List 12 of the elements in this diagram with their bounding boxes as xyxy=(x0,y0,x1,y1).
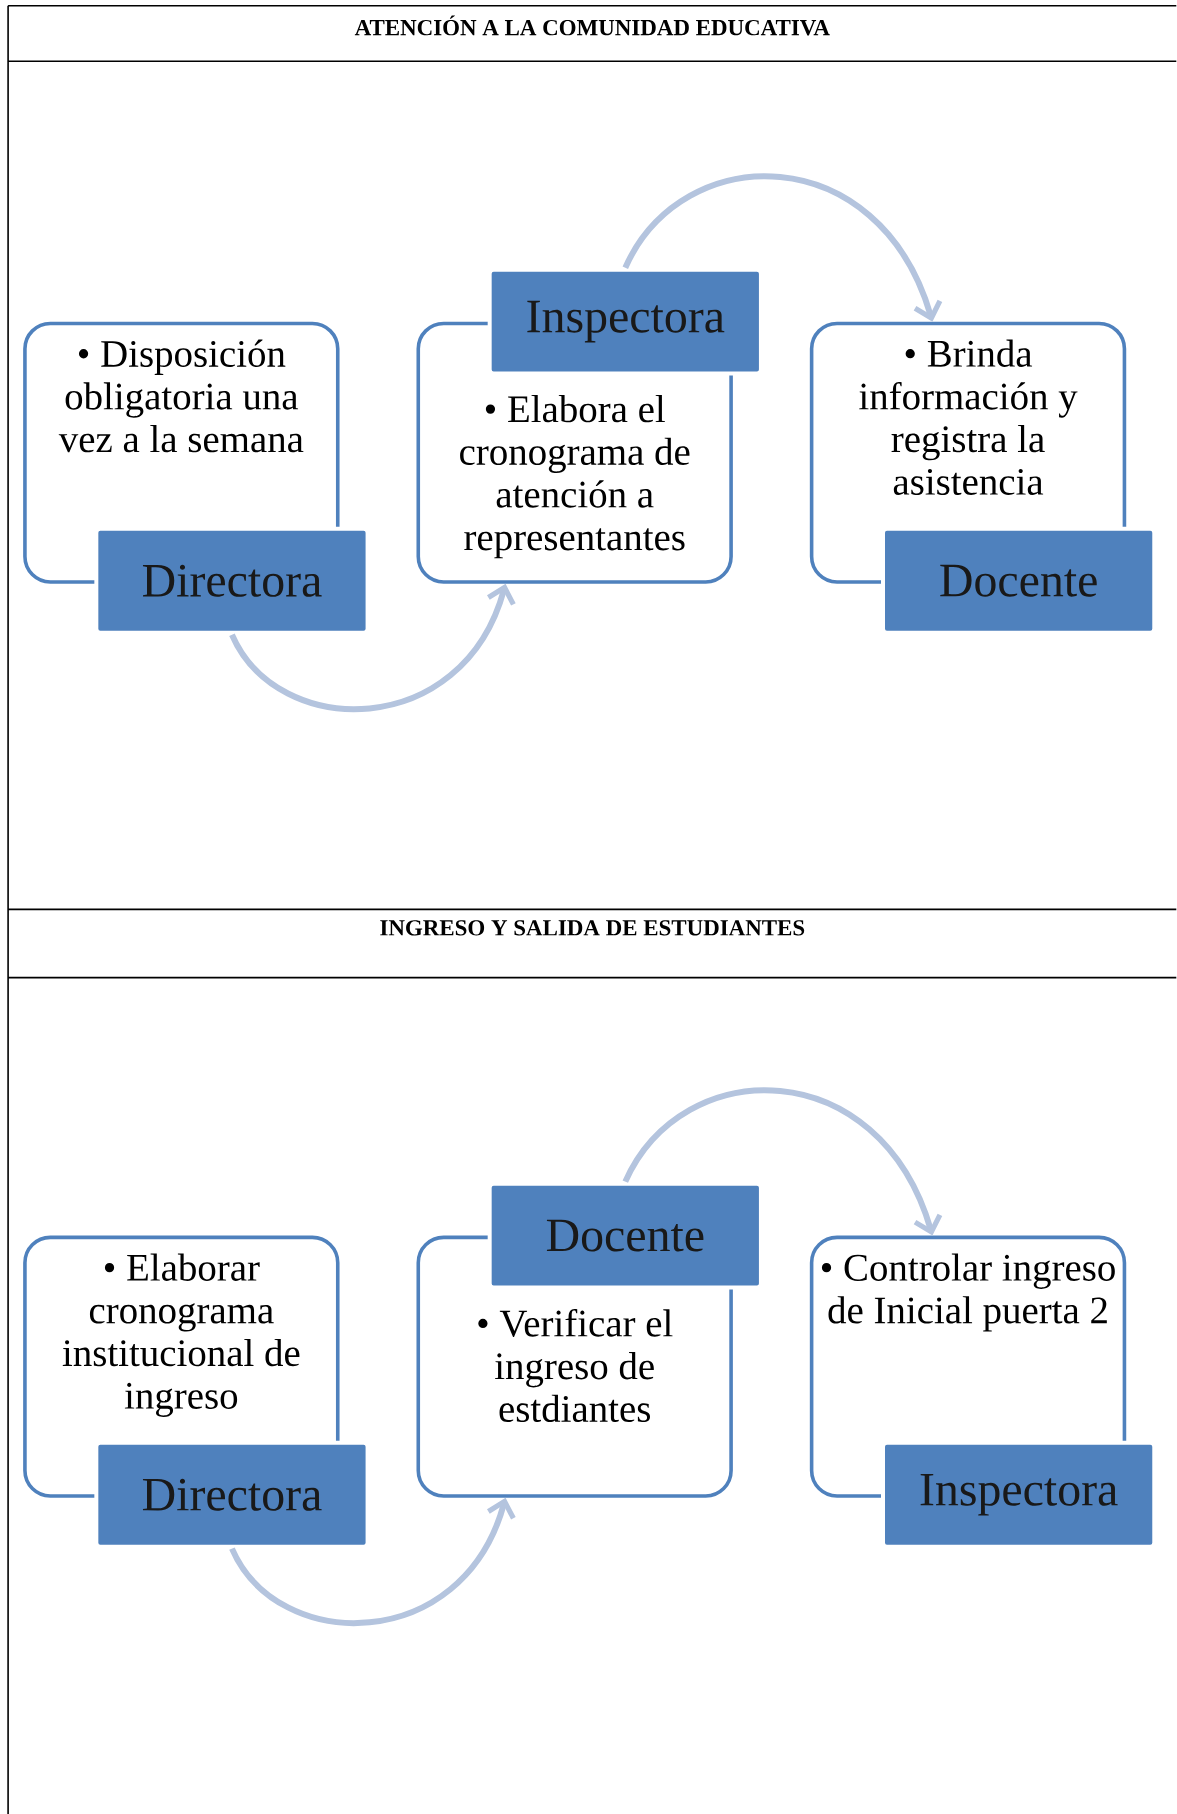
curved-arrow xyxy=(229,583,516,712)
role-label: Directora xyxy=(94,526,370,635)
role-label: Inspectora xyxy=(487,267,764,376)
curved-arrow xyxy=(622,174,943,322)
section-heading: INGRESO Y SALIDA DE ESTUDIANTES xyxy=(380,920,805,936)
curved-arrow xyxy=(622,1088,943,1236)
role-label: Inspectora xyxy=(881,1440,1157,1549)
curved-arrow xyxy=(229,1497,516,1626)
role-label: Directora xyxy=(94,1440,370,1549)
role-label: Docente xyxy=(487,1181,764,1290)
section-heading: ATENCIÓN A LA COMUNIDAD EDUCATIVA xyxy=(355,15,830,36)
role-label: Docente xyxy=(881,526,1157,635)
